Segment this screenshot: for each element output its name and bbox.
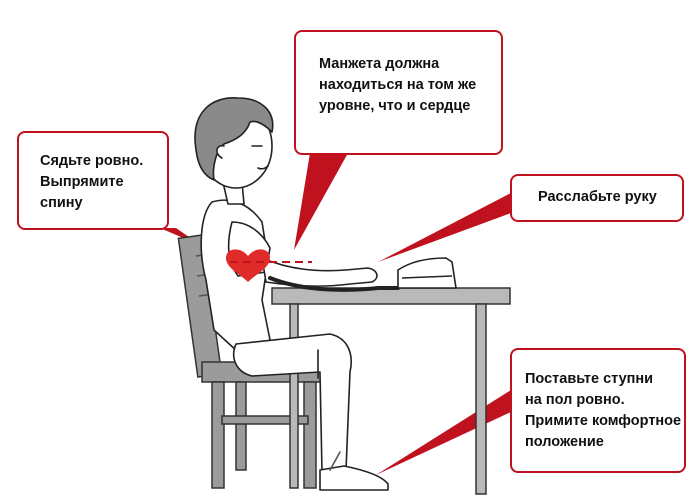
callout-line: Сядьте ровно.	[40, 153, 144, 169]
callout-relax-arm: Расслабьте руку	[510, 174, 684, 222]
callout-line: Примите комфортное	[525, 413, 682, 429]
callout-line: Выпрямите	[40, 174, 124, 190]
hair	[194, 97, 274, 181]
pointer-feet-flat	[376, 390, 511, 475]
cuff-tube	[268, 276, 400, 292]
pointer-cuff-level	[294, 153, 348, 250]
callout-line: на пол ровно.	[525, 392, 625, 408]
pointer-relax-arm	[378, 193, 511, 262]
blood-pressure-monitor-icon	[397, 257, 457, 289]
callout-line: Поставьте ступни	[525, 371, 654, 387]
callout-line: Манжета должна	[319, 56, 440, 72]
callout-cuff-level: Манжета должна находиться на том же уров…	[294, 30, 503, 155]
heart-icon	[226, 249, 270, 282]
callout-line: Расслабьте руку	[538, 189, 657, 205]
callout-line: находиться на том же	[319, 77, 477, 93]
feet	[319, 465, 389, 491]
callout-sit-straight: Сядьте ровно. Выпрямите спину	[17, 131, 169, 230]
callout-line: спину	[40, 195, 83, 211]
callout-feet-flat: Поставьте ступни на пол ровно. Примите к…	[510, 348, 686, 473]
callout-line: положение	[525, 434, 604, 450]
callout-line: уровне, что и сердце	[319, 98, 471, 114]
